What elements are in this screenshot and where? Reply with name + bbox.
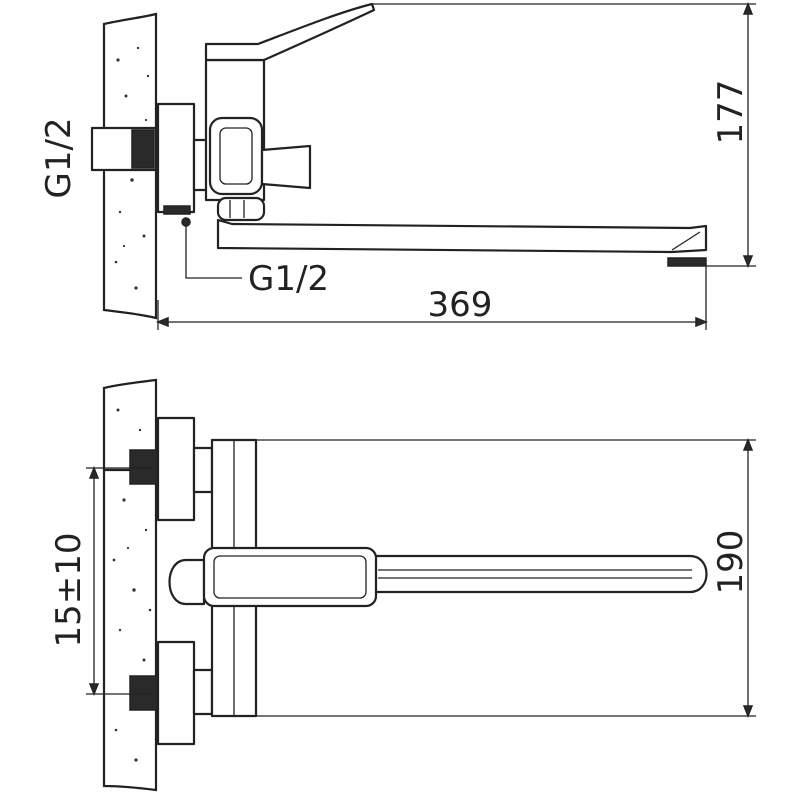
thread-label-outlet: G1/2 bbox=[248, 259, 329, 299]
dimension-label-177: 177 bbox=[711, 80, 751, 145]
inlet-pipe-upper bbox=[129, 449, 159, 485]
dimension-label-190: 190 bbox=[711, 530, 751, 595]
spout-outlet bbox=[667, 257, 707, 267]
escutcheon-side bbox=[156, 102, 196, 214]
wall-section-front-lower bbox=[102, 468, 158, 792]
cartridge-housing-inner bbox=[213, 555, 367, 599]
cartridge-housing-front bbox=[202, 546, 378, 608]
wall-texture-front bbox=[112, 408, 152, 762]
cartridge-cap-inner bbox=[219, 127, 253, 185]
knob-front bbox=[168, 558, 206, 606]
escutcheon-lower bbox=[156, 640, 196, 746]
wall-inlet-pipe-shade bbox=[131, 129, 155, 169]
diverter-stub bbox=[260, 144, 312, 190]
inlet-pipe-lower bbox=[129, 675, 159, 711]
thread-label-wall: G1/2 bbox=[39, 117, 79, 198]
lever-handle-side bbox=[204, 2, 376, 62]
dimension-label-369: 369 bbox=[428, 285, 493, 325]
cartridge-cap-side bbox=[208, 116, 264, 196]
dimension-width-190: 190 bbox=[256, 437, 756, 719]
dimension-center-15: 15±10 bbox=[49, 465, 152, 697]
outlet-fitting bbox=[163, 205, 191, 215]
front-view: 190 15±10 bbox=[49, 378, 756, 792]
eccentric-upper bbox=[192, 446, 214, 494]
escutcheon-upper bbox=[156, 416, 196, 522]
dimension-length-369: 369 bbox=[155, 266, 709, 330]
side-view: 177 369 G1/2 G1/2 bbox=[39, 1, 756, 330]
dimension-label-15-10: 15±10 bbox=[49, 532, 89, 647]
spout-front bbox=[368, 554, 708, 594]
dimension-height-177: 177 bbox=[372, 1, 756, 269]
spout-side bbox=[216, 218, 708, 254]
eccentric-lower bbox=[192, 668, 214, 716]
swivel-nut bbox=[216, 196, 266, 222]
